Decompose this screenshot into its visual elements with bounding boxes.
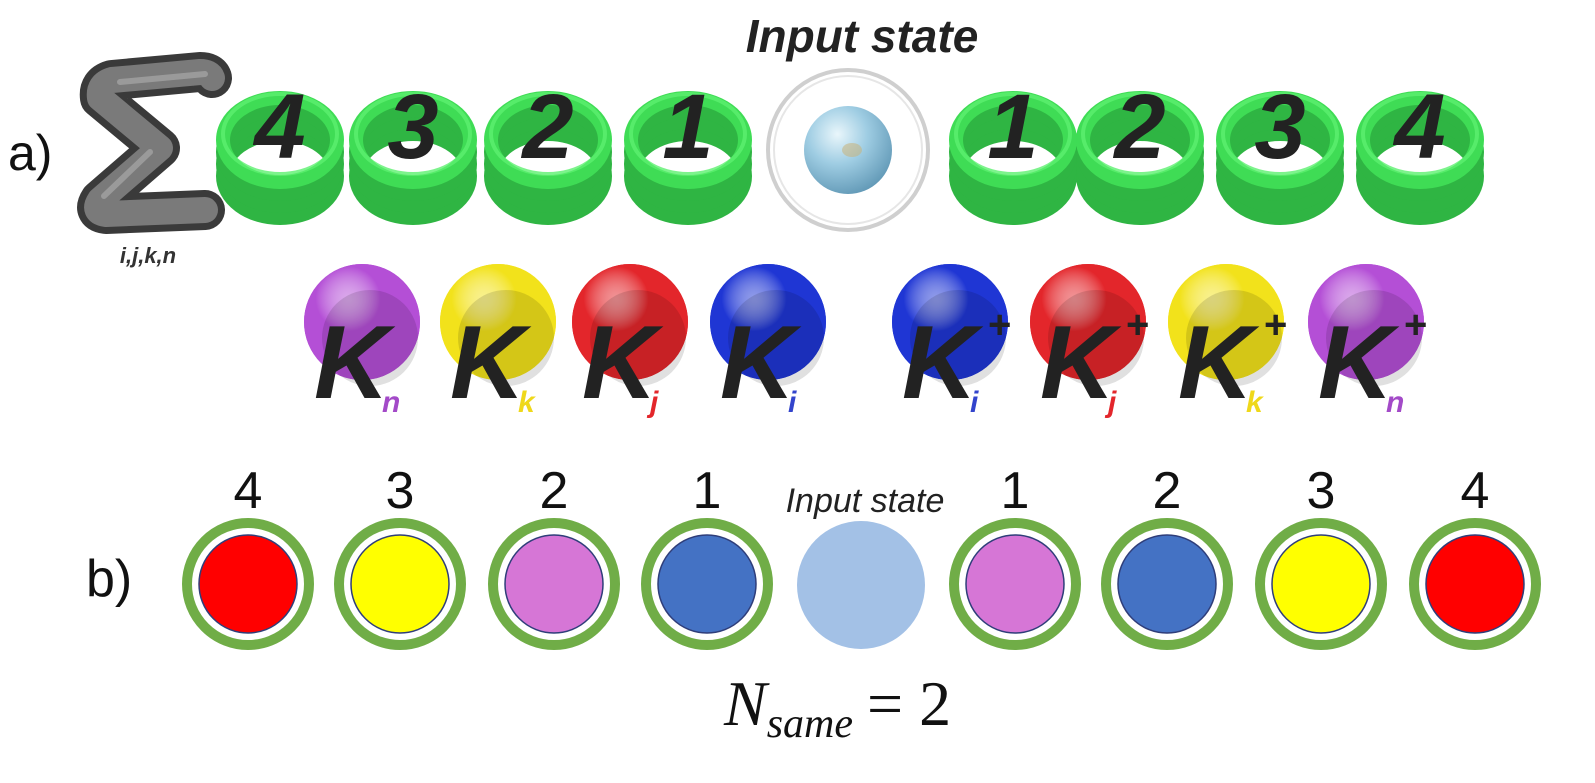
- operator-symbol: K: [720, 305, 802, 421]
- mode-number: 3: [386, 462, 415, 520]
- operator-creation: Kn +: [1308, 264, 1427, 421]
- mode-fill: [1117, 534, 1217, 634]
- operator-subscript: i: [788, 386, 797, 419]
- operator-symbol: K: [582, 305, 664, 421]
- ring-number: 4: [1392, 76, 1445, 178]
- operator-subscript: k: [1246, 386, 1264, 419]
- ring-number: 3: [1254, 76, 1305, 178]
- mode-circle-group: 4 3 2 1 1 2 3 4: [182, 462, 1541, 650]
- operator-symbol: K: [1318, 305, 1400, 421]
- operator-annihilation: Kj: [572, 264, 688, 421]
- cavity-ring: 4: [1356, 76, 1484, 225]
- cavity-ring: 2: [1076, 76, 1204, 225]
- input-state-label: Input state: [786, 482, 945, 520]
- mode-fill: [657, 534, 757, 634]
- mode-circle: 4: [182, 462, 314, 650]
- equation-subscript: same: [767, 701, 853, 747]
- sigma-icon: [77, 52, 232, 234]
- ring-number: 1: [662, 76, 713, 178]
- ring-number: 2: [520, 76, 573, 178]
- mode-number: 2: [540, 462, 569, 520]
- operator-symbol: K: [1040, 305, 1122, 421]
- operator-symbol: K: [314, 305, 396, 421]
- mode-number: 3: [1307, 462, 1336, 520]
- ring-number: 1: [987, 76, 1038, 178]
- mode-fill: [504, 534, 604, 634]
- mode-number: 1: [693, 462, 722, 520]
- equation-rhs: = 2: [867, 668, 951, 739]
- operator-dagger: +: [1404, 303, 1427, 347]
- operator-creation: Kj +: [1030, 264, 1149, 421]
- mode-circle: 1: [641, 462, 773, 650]
- input-state-sphere: [766, 68, 930, 232]
- operator-subscript: j: [1104, 386, 1117, 419]
- operator-symbol: K: [1178, 305, 1260, 421]
- mode-circle: 2: [1101, 462, 1233, 650]
- operator-creation: Kk +: [1168, 264, 1287, 421]
- mode-circle: 1: [949, 462, 1081, 650]
- cavity-ring: 2: [484, 76, 612, 225]
- operator-annihilation: Kn: [304, 264, 420, 421]
- operator-dagger: +: [1126, 303, 1149, 347]
- operator-dagger: +: [988, 303, 1011, 347]
- mode-circle: 4: [1409, 462, 1541, 650]
- operator-symbol: K: [902, 305, 984, 421]
- input-state-circle: [797, 521, 925, 649]
- mode-number: 2: [1153, 462, 1182, 520]
- input-state-title: Input state: [746, 10, 979, 62]
- panel-b-label: b): [86, 550, 132, 608]
- ring-number: 2: [1112, 76, 1165, 178]
- mode-circle: 3: [334, 462, 466, 650]
- cavity-ring: 3: [349, 76, 477, 225]
- cavity-ring: 1: [624, 76, 752, 225]
- mode-fill: [350, 534, 450, 634]
- operator-annihilation: Kk: [440, 264, 556, 421]
- operator-dagger: +: [1264, 303, 1287, 347]
- cavity-ring: 3: [1216, 76, 1344, 225]
- mode-fill: [965, 534, 1065, 634]
- mode-fill: [198, 534, 298, 634]
- mode-fill: [1271, 534, 1371, 634]
- mode-number: 4: [1461, 462, 1490, 520]
- mode-circle: 3: [1255, 462, 1387, 650]
- ring-number: 4: [252, 76, 305, 178]
- mode-number: 1: [1001, 462, 1030, 520]
- operator-annihilation: Ki: [710, 264, 826, 421]
- mode-circle: 2: [488, 462, 620, 650]
- cavity-ring: 1: [949, 76, 1077, 225]
- operator-symbol: K: [450, 305, 532, 421]
- operator-subscript: n: [1386, 386, 1404, 419]
- equation-n: N: [723, 668, 770, 739]
- mode-fill: [1425, 534, 1525, 634]
- cavity-ring: 4: [216, 76, 344, 225]
- panel-a-label: a): [8, 125, 52, 181]
- mode-number: 4: [234, 462, 263, 520]
- equation: Nsame = 2: [723, 668, 951, 747]
- operator-subscript: n: [382, 386, 400, 419]
- operator-subscript: k: [518, 386, 536, 419]
- sum-subscript: i,j,k,n: [120, 243, 176, 268]
- ring-number: 3: [387, 76, 438, 178]
- operator-creation: Ki +: [892, 264, 1011, 421]
- operator-subscript: j: [646, 386, 659, 419]
- operator-subscript: i: [970, 386, 979, 419]
